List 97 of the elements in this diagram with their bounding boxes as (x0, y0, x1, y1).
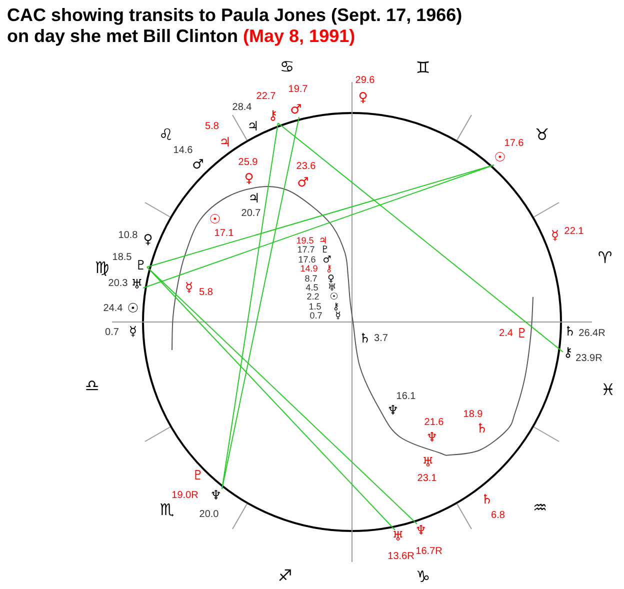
degree-label: 22.1 (564, 227, 584, 237)
zodiac-sign: ♐ (278, 568, 292, 584)
degree-label: 8.7 (304, 274, 318, 284)
degree-label: 23.6 (296, 162, 316, 172)
planet-glyph: ♅ (422, 456, 434, 470)
planet-glyph: ⚷ (326, 264, 332, 274)
zodiac-sign: ♉ (534, 127, 550, 143)
degree-label: 3.7 (374, 334, 388, 344)
degree-label: 13.6R (388, 552, 414, 562)
degree-label: 5.8 (205, 122, 219, 132)
planet-glyph: ♃ (318, 236, 328, 246)
planet-glyph: ☿ (335, 312, 341, 321)
planet-glyph: ♇ (192, 470, 204, 482)
planet-glyph: ♅ (328, 284, 336, 292)
planet-glyph: ♃ (247, 120, 259, 134)
degree-label: 10.8 (118, 231, 138, 241)
planet-glyph: ☿ (551, 230, 559, 242)
planet-glyph: ☿ (185, 282, 193, 294)
degree-label: 16.1 (396, 392, 416, 402)
degree-label: 6.8 (491, 511, 505, 521)
planet-glyph: ♃ (248, 192, 260, 206)
planet-glyph: ♄ (476, 422, 488, 436)
degree-label: 26.4R (578, 329, 606, 339)
planet-glyph: ♀ (143, 234, 153, 246)
aspect-line (278, 122, 564, 352)
degree-label: 4.5 (306, 284, 318, 292)
zodiac-sign: ♋ (280, 59, 294, 75)
degree-label: 5.8 (199, 288, 213, 298)
planet-glyph: ⚷ (268, 110, 278, 122)
aspect-line (222, 116, 300, 490)
zodiac-sign: ♌ (158, 127, 174, 143)
planet-glyph: ⚷ (563, 346, 573, 360)
planet-glyph: ☉ (127, 302, 139, 316)
aspect-line (146, 164, 494, 268)
degree-label: 29.6 (355, 76, 375, 86)
planet-glyph: ♆ (387, 404, 399, 418)
planet-glyph: ♇ (516, 328, 528, 340)
zodiac-sign: ♏ (160, 502, 174, 518)
aspect-line (142, 164, 494, 288)
degree-label: 18.5 (112, 253, 132, 263)
degree-label: 0.7 (310, 312, 322, 321)
chart-title: CAC showing transits to Paula Jones (Sept. 17, 1966) on day she met Bill Clinton (May 8, 1991) (7, 5, 464, 47)
degree-label: 23.9R (576, 354, 602, 364)
planet-glyph: ♀ (244, 172, 254, 186)
degree-label: 16.7R (416, 547, 442, 557)
zodiac-sign: ♊ (416, 60, 430, 76)
degree-label: 21.6 (424, 418, 444, 428)
degree-label: 14.6 (173, 146, 193, 156)
planet-glyph: ⚷ (332, 302, 340, 312)
planet-glyph: ♀ (328, 274, 334, 284)
zodiac-sign: ♓ (600, 382, 616, 398)
planet-glyph: ♂ (297, 176, 309, 190)
degree-label: 23.1 (417, 474, 437, 484)
planet-glyph: ♂ (290, 104, 302, 116)
planet-glyph: ♄ (359, 332, 371, 346)
planet-glyph: ♆ (426, 432, 438, 444)
degree-label: 20.0 (199, 510, 219, 520)
degree-label: 1.5 (308, 302, 322, 312)
planet-glyph: ☿ (129, 326, 137, 338)
planet-glyph: ♆ (210, 490, 222, 502)
planet-glyph: ☉ (494, 152, 506, 164)
degree-label: 17.6 (298, 255, 316, 264)
planet-glyph: ♇ (320, 246, 330, 255)
planet-glyph: ♄ (564, 326, 576, 338)
zodiac-sign: ♈ (598, 250, 612, 266)
planet-glyph: ♆ (415, 524, 427, 538)
degree-label: 19.7 (288, 85, 308, 95)
degree-label: 2.4 (499, 329, 513, 339)
degree-label: 24.4 (103, 304, 123, 314)
planet-glyph: ☉ (330, 292, 338, 302)
degree-label: 22.7 (256, 92, 276, 102)
degree-label: 20.3 (108, 279, 128, 289)
planet-glyph: ♇ (135, 260, 147, 272)
degree-label: 20.7 (241, 209, 261, 219)
planet-glyph: ♂ (192, 158, 204, 172)
zodiac-sign: ♎ (84, 378, 100, 394)
degree-label: 17.7 (297, 246, 315, 255)
planet-glyph: ♀ (358, 92, 368, 104)
zodiac-sign: ♍ (94, 260, 110, 276)
degree-label: 14.9 (300, 264, 318, 274)
degree-label: 0.7 (105, 328, 119, 338)
planet-glyph: ♅ (131, 278, 143, 292)
zodiac-sign: ♒ (532, 500, 548, 516)
degree-label: 17.1 (214, 229, 234, 239)
degree-label: 19.0R (172, 491, 198, 501)
planet-glyph: ♄ (481, 494, 493, 506)
planet-glyph: ♃ (219, 136, 231, 150)
degree-label: 25.9 (238, 158, 258, 168)
planet-glyph: ☉ (209, 214, 221, 226)
degree-label: 17.6 (504, 139, 524, 149)
degree-label: 28.4 (232, 103, 252, 113)
degree-label: 18.9 (463, 410, 483, 420)
planet-glyph: ♅ (392, 530, 404, 544)
planet-glyph: ♂ (322, 255, 332, 264)
degree-label: 2.2 (306, 292, 320, 302)
zodiac-sign: ♑ (416, 569, 430, 585)
degree-label: 19.5 (296, 236, 314, 246)
